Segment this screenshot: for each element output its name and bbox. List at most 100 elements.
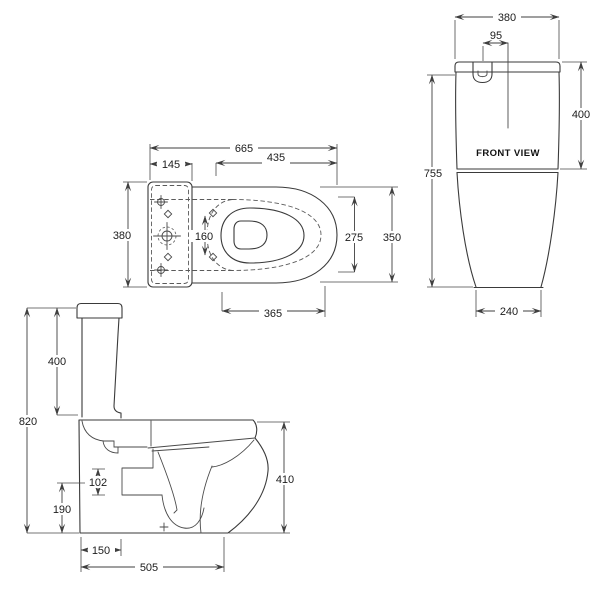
dim-overall-height: 820 <box>15 307 79 534</box>
label-mask <box>191 230 217 242</box>
cistern-lid-outline <box>454 61 561 73</box>
dim-label: 400 <box>48 356 66 368</box>
diamond-mark <box>208 252 218 262</box>
pan-joint-lines <box>456 168 559 174</box>
dim-hinge-to-front: 365 <box>221 286 326 320</box>
dim-label: 160 <box>195 231 213 243</box>
dim-flush-button-offset: 95 <box>482 30 509 61</box>
dim-label: 350 <box>383 232 401 244</box>
dim-label: 365 <box>264 308 282 320</box>
trap-front-curve <box>199 465 213 534</box>
dim-label: 380 <box>498 12 516 24</box>
dim-label: 505 <box>140 562 158 574</box>
cistern-lid-hidden-edge <box>151 185 189 284</box>
flush-channel <box>81 420 148 448</box>
dim-bowl-width: 275 <box>338 196 368 273</box>
diamond-mark <box>163 209 173 219</box>
flush-channel-lip <box>102 440 119 454</box>
label-mask <box>262 154 290 165</box>
dim-label: 410 <box>276 474 294 486</box>
fixing-hole-symbol <box>154 195 168 209</box>
dim-overall-depth: 505 <box>80 537 225 574</box>
dim-label: 102 <box>89 477 107 489</box>
label-mask <box>230 142 258 154</box>
outlet-profile <box>121 448 163 496</box>
label-mask <box>272 473 299 485</box>
label-mask <box>109 229 136 241</box>
front-view: 380 95 400 755 240 FRONT VIEW <box>420 11 595 318</box>
dim-label: 145 <box>162 159 180 171</box>
label-mask <box>495 305 523 317</box>
diamond-mark <box>208 208 218 218</box>
bowl-rim-hidden-curve <box>231 199 322 271</box>
dim-label: 755 <box>424 168 442 180</box>
cistern-body-outline <box>81 317 122 419</box>
label-mask <box>85 476 111 488</box>
pan-side-outline <box>78 419 269 534</box>
inlet-centre-symbol <box>153 222 181 250</box>
fixing-hole-cross <box>154 263 168 277</box>
extension-line <box>27 307 79 534</box>
flush-button-inner <box>477 70 488 78</box>
diamond-mark <box>163 252 173 262</box>
dim-label: 820 <box>19 416 37 428</box>
label-mask <box>15 415 42 427</box>
water-area-outline <box>233 220 268 250</box>
label-mask <box>259 307 287 319</box>
dim-outlet-centre-height: 190 <box>49 482 95 534</box>
dim-label: 190 <box>53 504 71 516</box>
dim-label: 150 <box>92 545 110 557</box>
extension-line <box>320 186 398 283</box>
cistern-body-outline <box>455 71 560 170</box>
dim-overall-width: 380 <box>454 11 560 59</box>
dim-label: 240 <box>500 306 518 318</box>
seat-outline <box>191 186 338 284</box>
label-mask <box>341 231 368 243</box>
label-mask <box>420 167 447 179</box>
hinge-mark-symbols <box>163 208 218 262</box>
dim-overall-height: 755 <box>420 74 473 288</box>
label-mask <box>493 11 521 23</box>
dim-cistern-width: 380 <box>109 181 147 288</box>
dim-label: 400 <box>572 109 590 121</box>
bowl-front-curve <box>211 439 255 468</box>
trap-centre-mark <box>159 522 169 532</box>
dim-pan-height: 410 <box>229 421 299 534</box>
dim-base-width: 240 <box>475 290 542 318</box>
side-view: 820 400 190 102 410 <box>15 302 299 574</box>
dim-cistern-height: 400 <box>560 61 595 170</box>
flush-button-outline <box>472 61 493 84</box>
label-mask <box>88 544 115 556</box>
label-mask <box>135 561 163 573</box>
plan-view: 665 435 145 380 160 <box>109 142 406 320</box>
trap-bend-curve <box>161 494 205 529</box>
front-view-caption: FRONT VIEW <box>476 148 540 159</box>
label-mask <box>568 108 595 120</box>
inlet-cross <box>153 222 181 250</box>
dim-seat-length: 435 <box>215 152 338 176</box>
pan-front-outline <box>456 171 559 289</box>
dim-cistern-depth: 145 <box>149 158 193 181</box>
dim-fixing-centres: 160 <box>191 215 217 256</box>
fixing-hole-cross <box>154 195 168 209</box>
dim-label: 95 <box>490 30 502 42</box>
dim-outlet-height: 102 <box>85 468 111 496</box>
bowl-back-curve <box>157 451 178 514</box>
dim-seat-width: 350 <box>320 186 406 283</box>
dim-label: 665 <box>235 143 253 155</box>
dim-label: 380 <box>113 230 131 242</box>
label-mask <box>157 158 185 170</box>
cistern-lid-outline <box>76 302 123 319</box>
label-mask <box>379 231 406 243</box>
seat-profile-lines <box>147 420 256 452</box>
dim-label: 435 <box>267 152 285 164</box>
cistern-top-outline <box>147 181 193 288</box>
fixing-hole-symbol <box>154 263 168 277</box>
dim-outlet-setout: 150 <box>80 537 122 557</box>
dim-cistern-height: 400 <box>44 307 78 416</box>
dim-label: 275 <box>345 232 363 244</box>
label-mask <box>44 355 71 367</box>
label-mask <box>49 503 76 515</box>
